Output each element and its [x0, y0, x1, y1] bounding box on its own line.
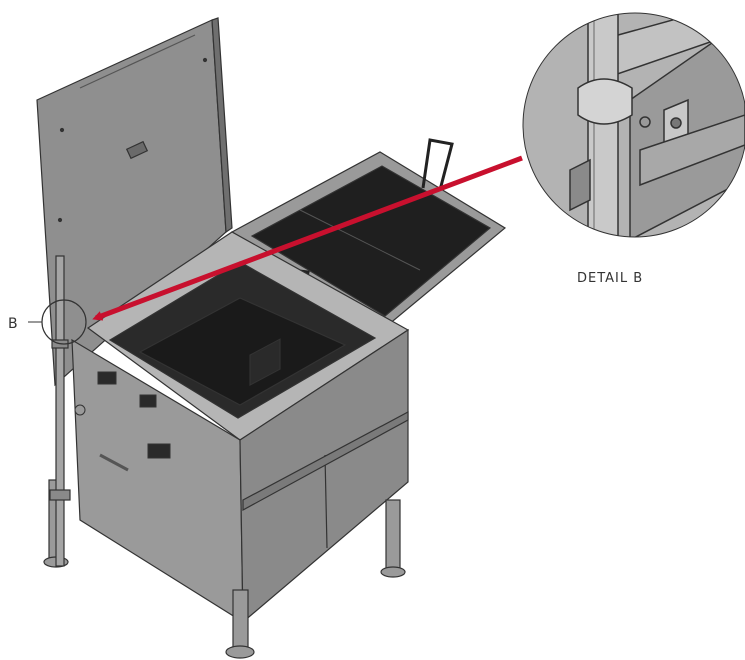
callout-label: B	[8, 316, 18, 332]
detail-caption: DETAIL B	[577, 271, 643, 286]
right-lid	[230, 151, 507, 331]
lid	[36, 17, 233, 387]
control-panel	[74, 371, 171, 472]
detail-b-view	[522, 12, 745, 238]
fryer-body	[71, 231, 410, 624]
callout-b: B	[8, 299, 87, 345]
red-arrow-icon	[92, 155, 523, 321]
